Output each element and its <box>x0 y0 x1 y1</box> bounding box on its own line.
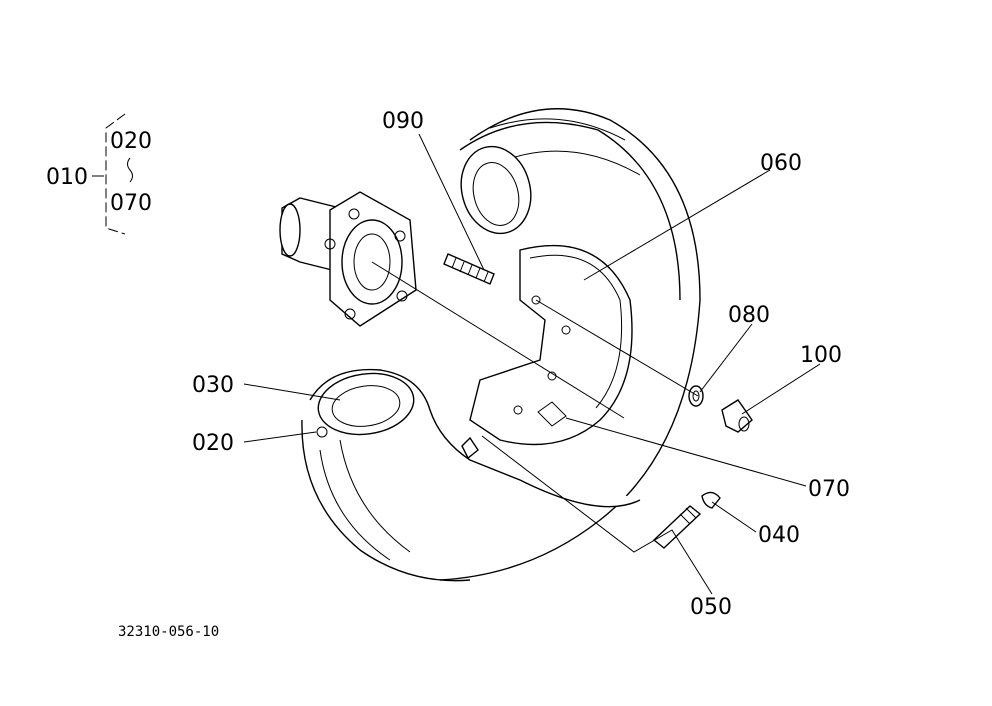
washer <box>688 385 704 407</box>
wheel-rim <box>469 244 633 446</box>
wheel-hub <box>279 191 417 327</box>
stud-bolt <box>443 253 495 285</box>
callout-labels: 090 060 080 100 030 020 070 040 050 <box>192 109 850 620</box>
valve-seat <box>461 436 479 460</box>
wheel-nut <box>721 399 753 433</box>
callout-080: 080 <box>728 303 770 328</box>
tire-valve <box>652 505 702 549</box>
callout-040: 040 <box>758 523 800 548</box>
callout-050: 050 <box>690 595 732 620</box>
tire-lower-section <box>301 368 641 582</box>
valve-cap <box>701 491 721 509</box>
callout-020: 020 <box>192 431 234 456</box>
callout-060: 060 <box>760 151 802 176</box>
assembly-number-label: 010 <box>46 165 88 190</box>
callout-070: 070 <box>808 477 850 502</box>
callout-100: 100 <box>800 343 842 368</box>
leader-lines <box>243 133 821 595</box>
tire-upper-section <box>439 108 701 581</box>
drawing-code: 32310-056-10 <box>118 624 219 640</box>
callout-030: 030 <box>192 373 234 398</box>
assembly-to-label: 070 <box>110 191 152 216</box>
callout-090: 090 <box>382 109 424 134</box>
assembly-bracket: 010 020 070 <box>46 113 152 235</box>
assembly-from-label: 020 <box>110 129 152 154</box>
